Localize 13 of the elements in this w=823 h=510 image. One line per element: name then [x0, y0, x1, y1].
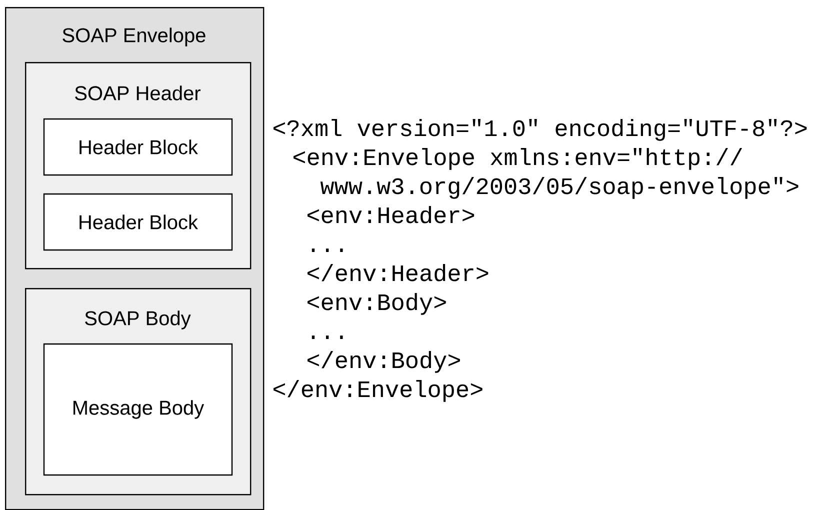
block-box: Header Block: [43, 118, 233, 176]
code-line: <env:Body>: [308, 292, 446, 315]
code-line: </env:Envelope>: [274, 380, 482, 402]
code-line: <?xml version="1.0" encoding="UTF-8"?>: [274, 118, 807, 141]
code-line: <env:Header>: [308, 206, 474, 224]
code-line: </env:Header>: [308, 264, 488, 282]
code-line: <env:Envelope xmlns:env="http://: [294, 148, 742, 170]
block-box: Message Body: [43, 343, 233, 476]
block-box: Header Block: [43, 193, 233, 251]
code-line: ...: [312, 336, 343, 339]
code-line: </env:Body>: [308, 350, 460, 373]
code-line: www.w3.org/2003/05/soap-envelope">: [320, 176, 798, 199]
code-line: ...: [312, 248, 343, 252]
